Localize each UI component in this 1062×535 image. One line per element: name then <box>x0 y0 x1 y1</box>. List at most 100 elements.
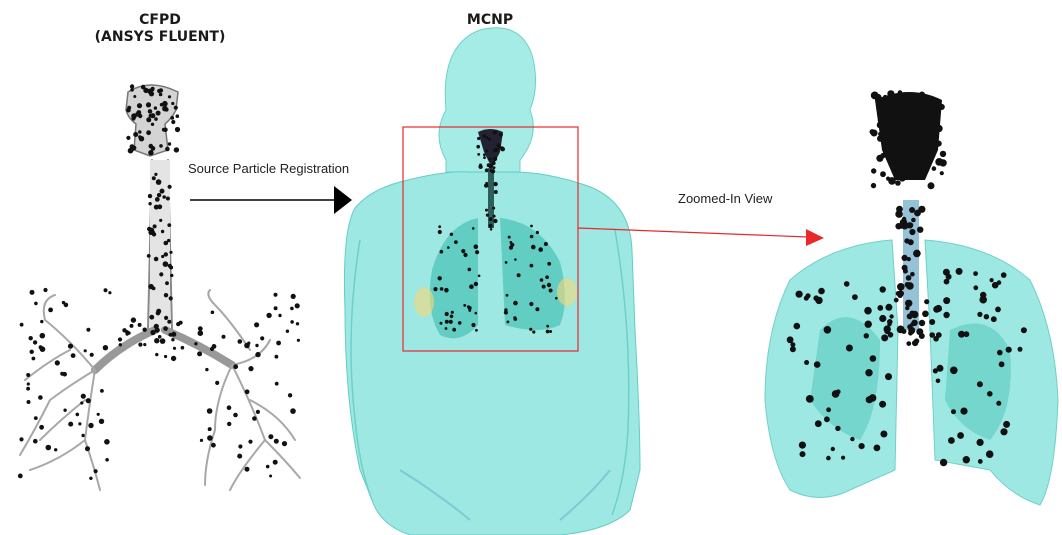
particle <box>986 450 994 458</box>
particle <box>105 458 109 462</box>
particle <box>245 467 250 472</box>
particle <box>174 106 178 110</box>
particle <box>467 305 470 308</box>
particle <box>154 257 159 262</box>
particle <box>286 330 289 333</box>
particle <box>291 294 296 299</box>
particle <box>547 283 551 287</box>
particle <box>935 125 943 133</box>
particle <box>167 239 170 242</box>
particle <box>80 401 83 404</box>
particle <box>906 275 912 281</box>
particle <box>108 291 111 294</box>
particle <box>148 150 153 155</box>
particle <box>906 148 911 153</box>
particle <box>274 293 278 297</box>
particle <box>154 173 157 176</box>
particle <box>290 307 294 311</box>
particle <box>78 422 81 425</box>
particle <box>163 326 168 331</box>
particle <box>922 311 929 318</box>
particle <box>60 372 64 376</box>
particle <box>818 288 825 295</box>
particle <box>815 420 822 427</box>
particle <box>85 446 90 451</box>
particle <box>919 320 925 326</box>
particle <box>877 305 883 311</box>
particle <box>973 285 978 290</box>
particle <box>198 326 203 331</box>
particle <box>472 227 475 230</box>
particle <box>919 130 924 135</box>
particle <box>917 157 923 163</box>
particle <box>907 314 913 320</box>
particle <box>208 427 212 431</box>
particle <box>149 91 154 96</box>
particle <box>452 328 456 332</box>
particle <box>492 161 496 165</box>
particle <box>26 373 30 377</box>
particle <box>917 227 923 233</box>
particle <box>256 410 260 414</box>
particle <box>165 281 169 285</box>
particle <box>977 312 982 317</box>
particle <box>529 302 533 306</box>
particle <box>275 355 279 359</box>
particle <box>255 344 258 347</box>
particle <box>504 310 508 314</box>
particle <box>997 280 1002 285</box>
particle <box>885 101 890 106</box>
particle <box>266 465 270 469</box>
particle <box>905 118 909 122</box>
particle <box>171 338 174 341</box>
particle <box>55 360 60 365</box>
particle <box>787 336 794 343</box>
particle <box>946 274 952 280</box>
particle <box>68 422 73 427</box>
particle <box>916 134 922 140</box>
particle <box>488 138 491 141</box>
particle <box>888 106 896 114</box>
particle <box>908 239 914 245</box>
particle <box>163 261 169 267</box>
particle <box>909 207 915 213</box>
particle <box>30 350 34 354</box>
particle <box>804 360 809 365</box>
particle <box>884 328 890 334</box>
particle <box>879 315 886 322</box>
particle <box>174 147 179 152</box>
particle <box>492 207 495 210</box>
particle <box>168 95 171 98</box>
particle <box>877 135 884 142</box>
particle <box>486 214 489 217</box>
particle <box>826 456 831 461</box>
particle <box>544 242 548 246</box>
particle <box>794 323 801 330</box>
particle <box>879 401 886 408</box>
particle <box>488 157 491 160</box>
particle <box>844 281 850 287</box>
particle <box>864 307 872 315</box>
particle <box>517 273 521 277</box>
particle <box>165 147 170 152</box>
particle <box>979 296 987 304</box>
particle <box>151 123 154 126</box>
particle <box>831 447 835 451</box>
particle <box>433 287 437 291</box>
particle <box>63 409 66 412</box>
registration-arrow <box>190 186 352 214</box>
particle <box>34 302 38 306</box>
particle <box>252 416 257 421</box>
particle <box>278 314 281 317</box>
particle <box>440 322 443 325</box>
particle <box>806 395 814 403</box>
particle <box>914 97 919 102</box>
particle <box>936 379 941 384</box>
particle <box>911 218 916 223</box>
particle <box>530 225 533 228</box>
particle <box>545 275 549 279</box>
particle <box>157 89 161 93</box>
particle <box>94 469 98 473</box>
particle <box>158 335 162 339</box>
particle <box>296 322 299 325</box>
